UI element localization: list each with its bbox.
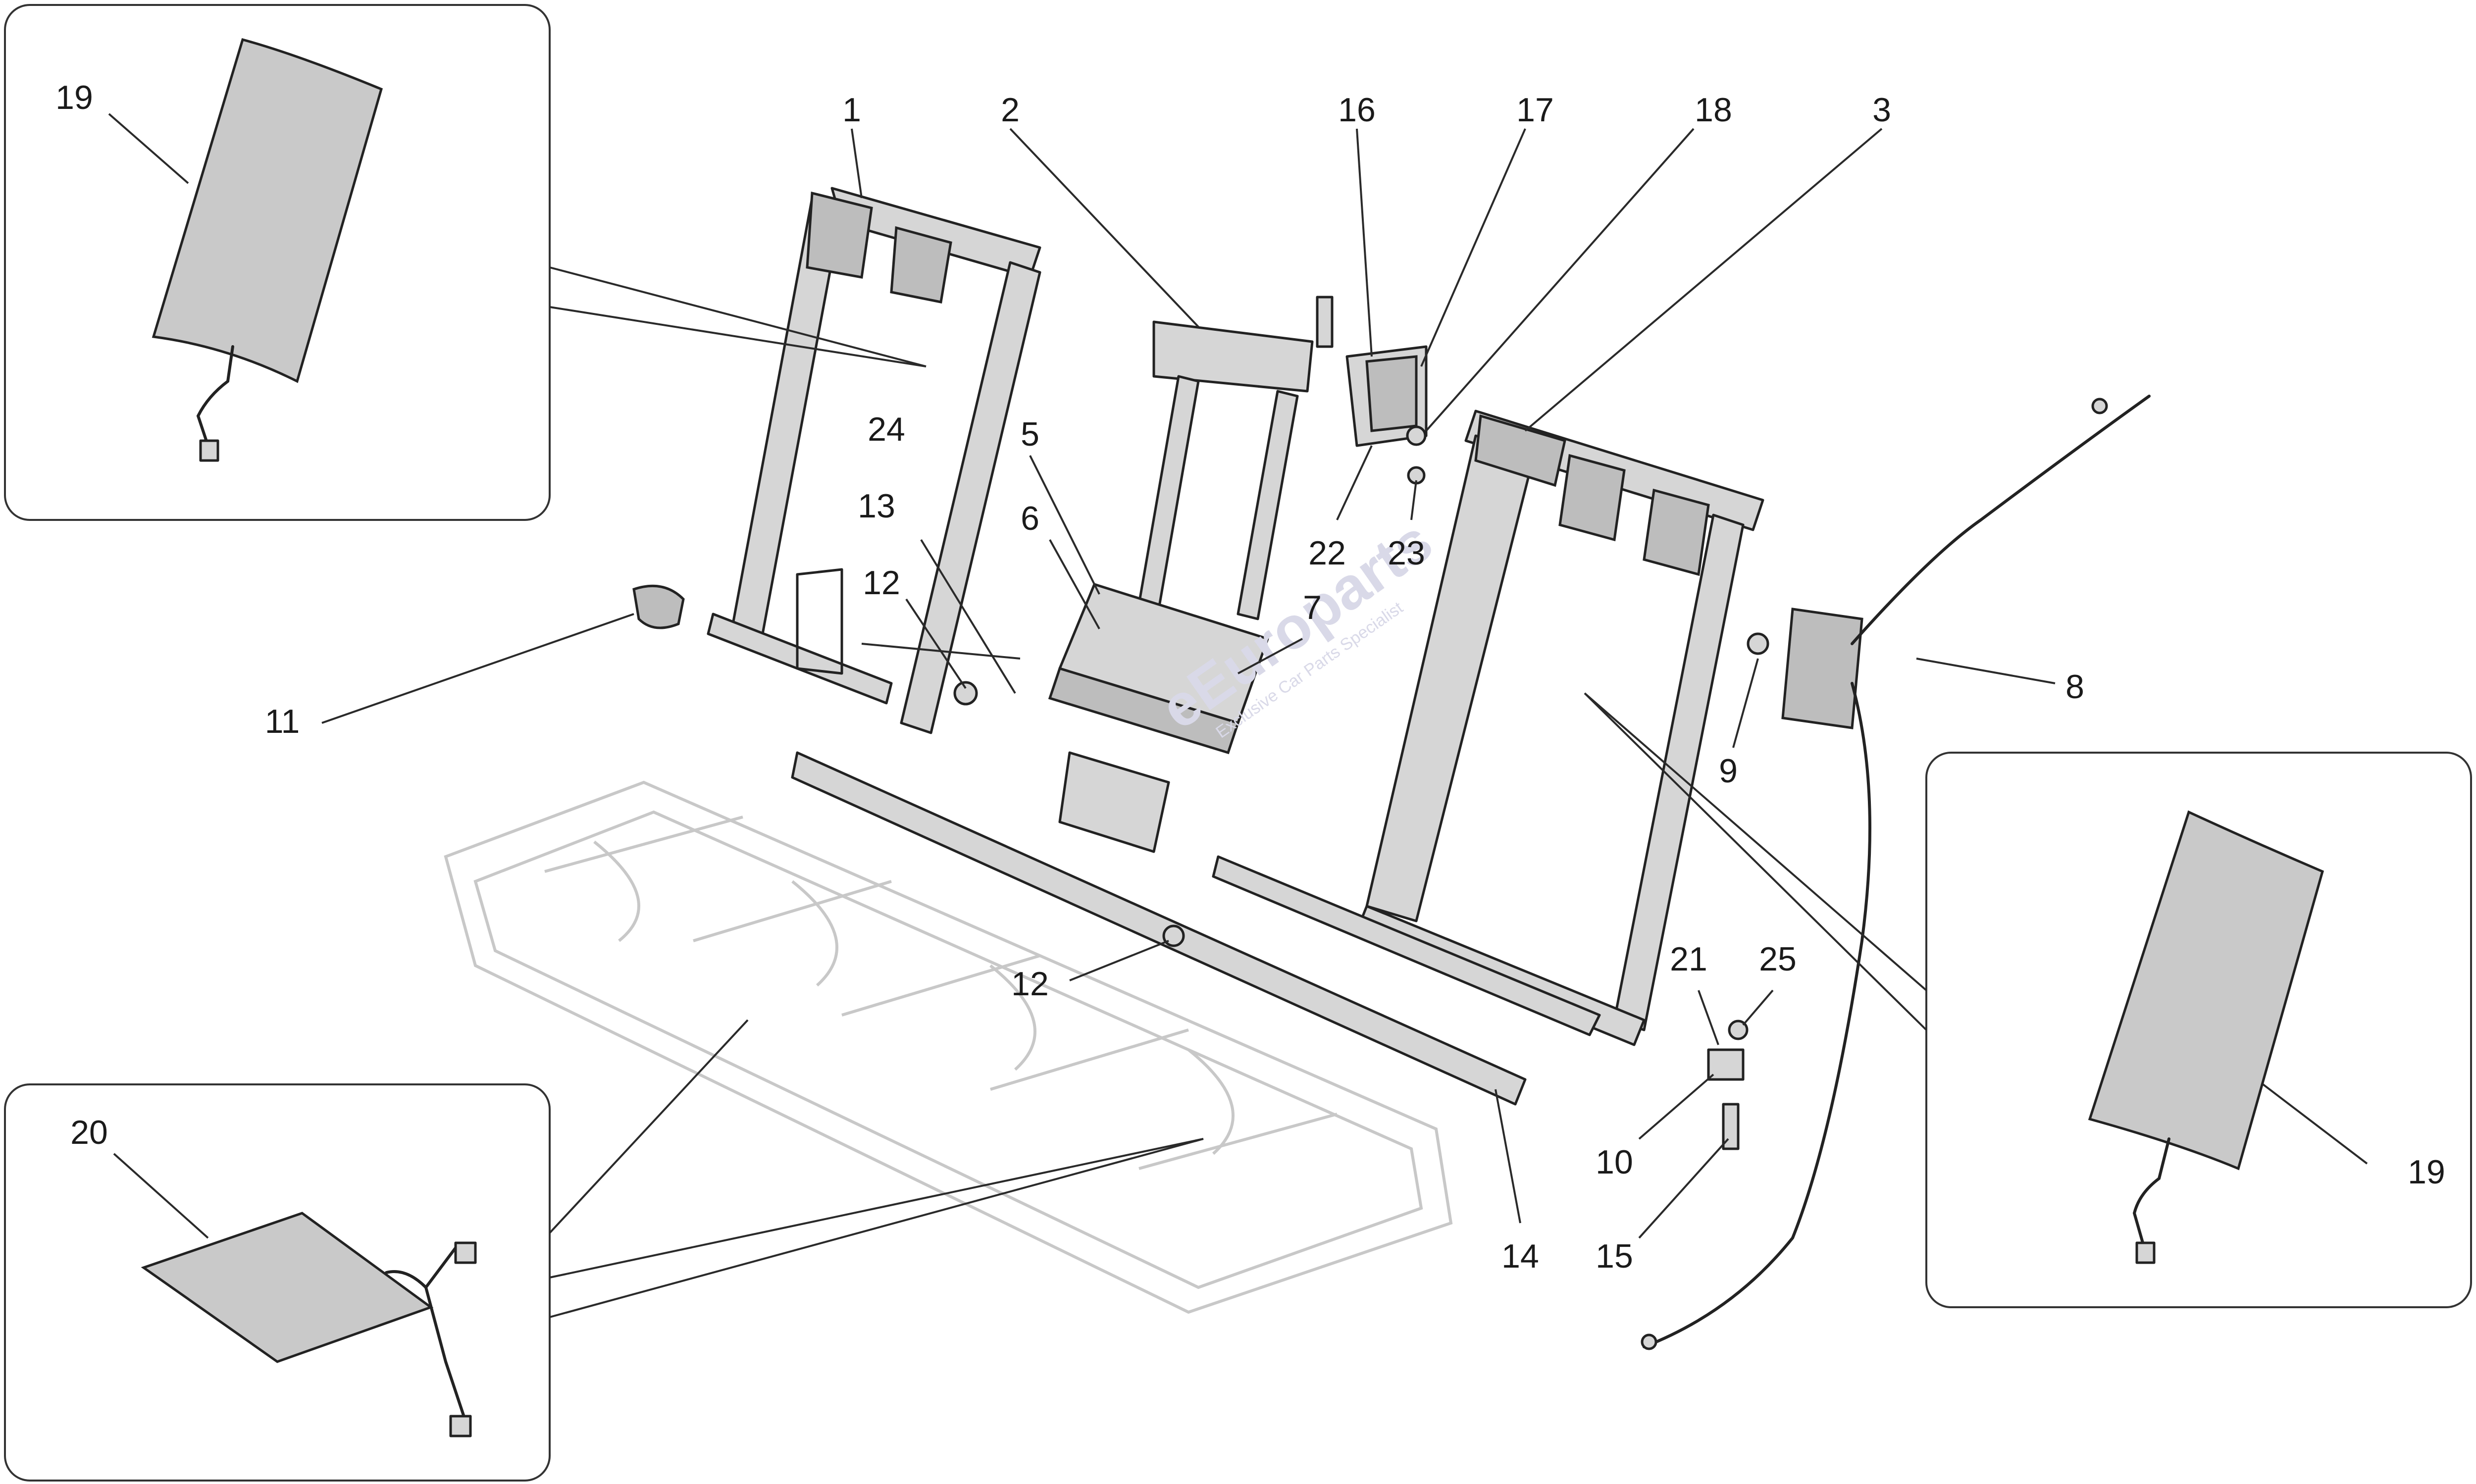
center-frame [1137,296,1334,620]
inset-connectors [549,266,1927,1318]
callout-23: 23 [1388,534,1425,572]
callout-21: 21 [1670,940,1707,978]
inset-right: 19 [1925,752,2472,1308]
callout-1: 1 [842,91,861,129]
callout-12-lower: 12 [1011,965,1049,1003]
callout-7: 7 [1303,589,1322,626]
callout-2: 2 [1001,91,1020,129]
callout-8: 8 [2065,668,2084,706]
callout-5: 5 [1021,415,1039,453]
callout-9: 9 [1719,752,1738,790]
release-handle-and-cable [1641,395,2151,1350]
callout-13: 13 [858,487,895,525]
armrest-assembly [1048,583,1269,853]
callout-14: 14 [1501,1237,1539,1275]
small-hardware [632,584,1769,1150]
callout-6: 6 [1021,500,1039,537]
callout-3: 3 [1872,91,1891,129]
inset-bottom-left: 20 [4,1083,551,1482]
callout-18: 18 [1695,91,1732,129]
left-backrest-frame [707,187,1041,734]
seat-cushion-frame-ghost [444,780,1453,1314]
callout-24: 24 [868,410,905,448]
bottom-rail [791,751,1601,1106]
callout-19-left: 19 [55,79,93,116]
leader-lines [321,128,2056,1239]
callout-16: 16 [1338,91,1376,129]
callout-15: 15 [1596,1237,1633,1275]
callout-11: 11 [265,703,300,740]
latch-bracket-assembly [1345,345,1428,485]
callout-12-upper: 12 [863,564,900,602]
callout-20: 20 [70,1114,108,1151]
callout-25: 25 [1759,940,1797,978]
inset-top-left: 19 [4,4,551,521]
callout-10: 10 [1596,1143,1633,1181]
callout-19-right: 19 [2408,1153,2445,1191]
callout-22: 22 [1308,534,1346,572]
callout-17: 17 [1516,91,1554,129]
callout-labels: 1 2 16 17 18 3 24 5 13 6 22 23 12 7 8 11… [265,91,2084,1275]
